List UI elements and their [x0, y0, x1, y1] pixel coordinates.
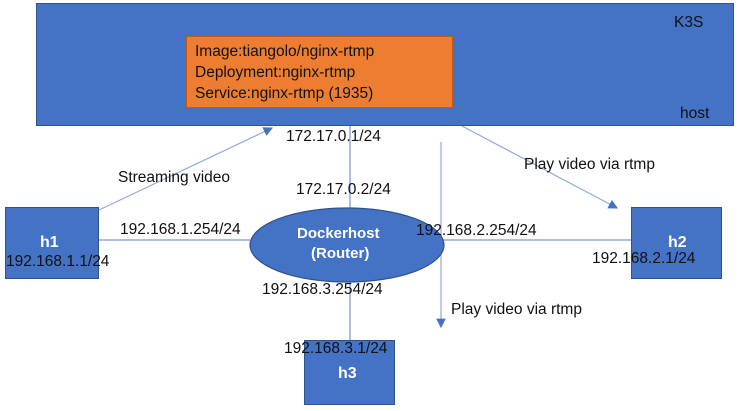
streaming-video-label: Streaming video [118, 169, 231, 186]
h2-ip: 192.168.2.1/24 [592, 250, 696, 267]
ip-host-bridge: 172.17.0.1/24 [286, 128, 381, 145]
h3-name: h3 [338, 365, 357, 382]
h3-ip: 192.168.3.1/24 [284, 340, 388, 357]
ip-router-h1: 192.168.1.254/24 [120, 221, 241, 238]
h1-name: h1 [40, 234, 59, 251]
ip-router-h3: 192.168.3.254/24 [262, 281, 383, 298]
deployment-line: Deployment:nginx-rtmp [195, 64, 356, 81]
router-ellipse [249, 207, 445, 283]
host-label: host [680, 105, 710, 122]
deployment-box: Image:tiangolo/nginx-rtmp Deployment:ngi… [186, 36, 453, 108]
h1-ip: 192.168.1.1/24 [6, 253, 110, 270]
play-video-h3-label: Play video via rtmp [451, 301, 582, 318]
service-line: Service:nginx-rtmp (1935) [195, 85, 374, 102]
node-h3 [304, 340, 395, 405]
arrow-play-h2 [461, 125, 619, 209]
cluster-label: K3S [674, 14, 704, 31]
arrow-streaming [98, 127, 274, 211]
node-h2 [631, 207, 722, 279]
ip-router-docker: 172.17.0.2/24 [296, 181, 391, 198]
play-video-h2-label: Play video via rtmp [524, 156, 655, 173]
ip-router-h2: 192.168.2.254/24 [416, 222, 537, 239]
image-line: Image:tiangolo/nginx-rtmp [195, 43, 375, 60]
h2-name: h2 [668, 234, 687, 251]
router-label-1: Dockerhost [297, 225, 380, 242]
router-label-2: (Router) [311, 245, 370, 262]
node-h1 [5, 207, 99, 279]
